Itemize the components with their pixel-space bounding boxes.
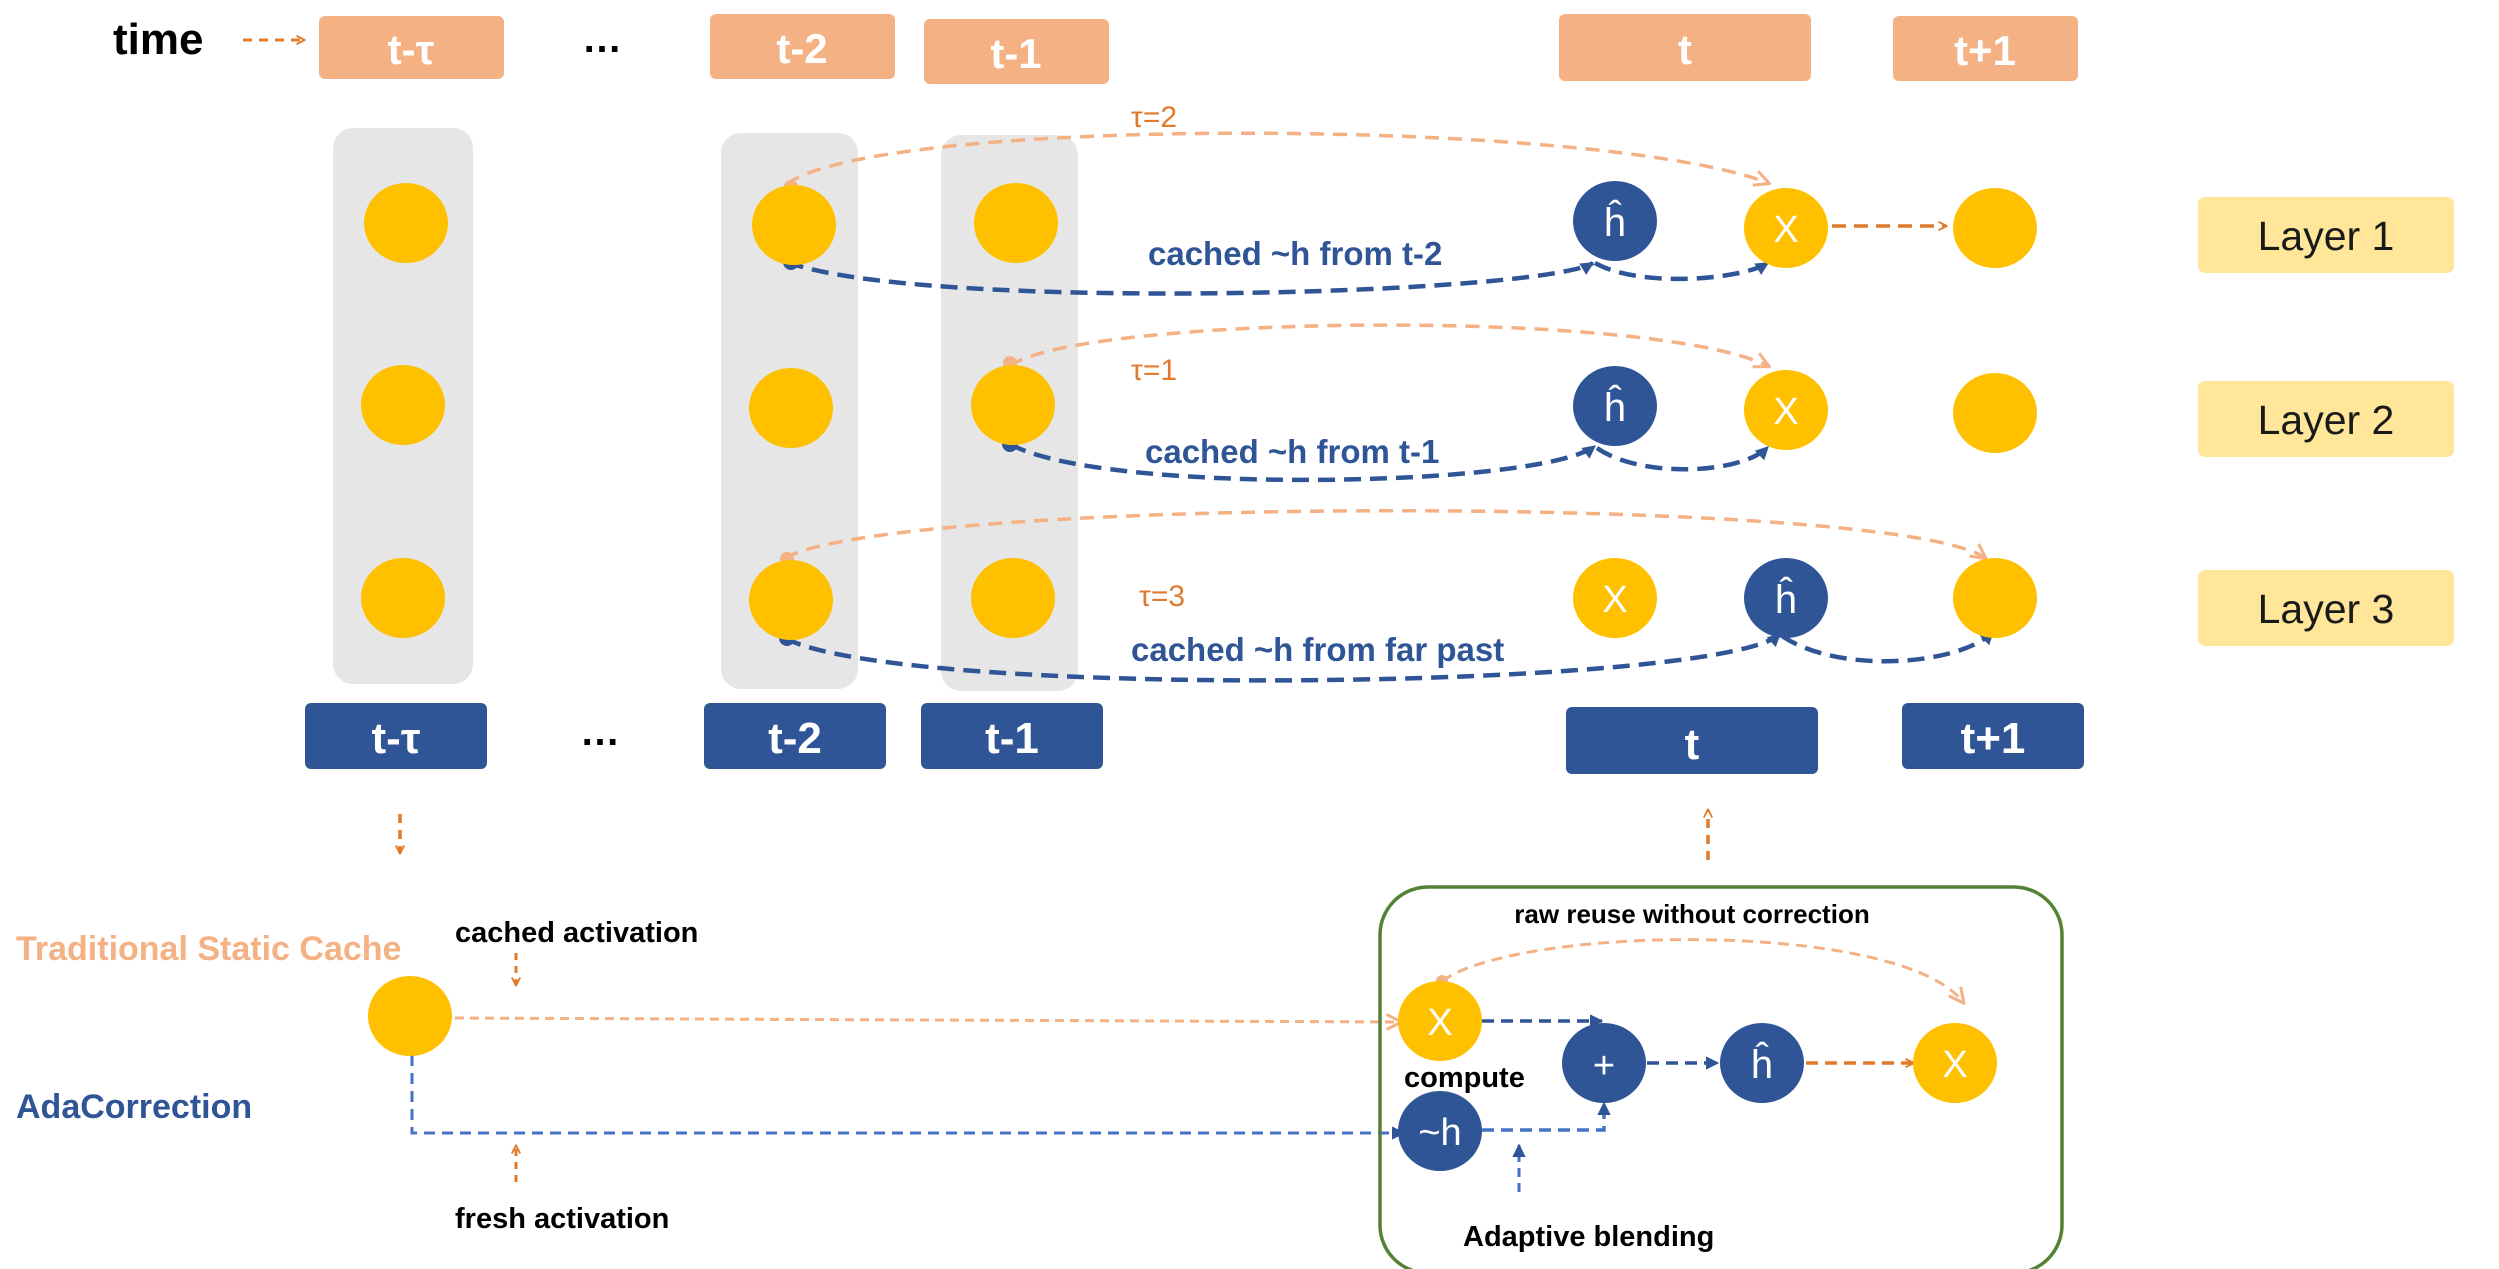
layer-label: Layer 1 [2258, 213, 2395, 259]
top-step-label: t-1 [990, 30, 1041, 77]
bottom-step-label: t-1 [985, 714, 1039, 763]
raw-reuse-arrow [1441, 938, 1963, 1002]
activation-node [1953, 188, 2037, 268]
bottom-step-t [1566, 707, 1818, 774]
cache-label-layer-1: cached ~h from t-2 [1148, 235, 1442, 272]
x-symbol: X [1427, 1002, 1452, 1044]
cached-activation-label: cached activation [455, 917, 698, 949]
cache-arrow-layer-2-x [1595, 445, 1770, 472]
top-step-t-1 [924, 19, 1109, 84]
cache-arrow-layer-1 [786, 259, 1595, 296]
activation-node [971, 365, 1055, 445]
activation-node [364, 183, 448, 263]
layer-box-2 [2198, 381, 2454, 457]
h-tilde-symbol: ~h [1418, 1112, 1461, 1154]
tau-label-layer-1: τ=2 [1131, 101, 1177, 134]
activation-node [752, 185, 836, 265]
top-step-t-plus-1 [1893, 16, 2078, 81]
h-check-symbol: ĥ [1604, 199, 1626, 245]
top-ellipsis: … [582, 17, 622, 61]
adaptive-blending-label: Adaptive blending [1463, 1221, 1714, 1253]
bottom-step-label: t-2 [768, 714, 822, 763]
reuse-arrow-layer-1 [785, 131, 1768, 184]
h-check-symbol: ĥ [1775, 576, 1797, 622]
cache-arrow-layer-3-out [1780, 630, 1995, 664]
bottom-step-label: t-τ [372, 714, 421, 763]
activation-node [971, 558, 1055, 638]
box-output-x-node [1913, 1023, 1997, 1103]
h-check-symbol: ĥ [1604, 384, 1626, 430]
reuse-arrow-layer-3 [784, 509, 1985, 558]
cache-arrow-layer-2 [1008, 442, 1597, 483]
tau-label-layer-2: τ=1 [1131, 354, 1177, 387]
time-label: time [113, 15, 203, 64]
h-tilde-to-plus [1482, 1101, 1611, 1132]
layer-label: Layer 2 [2258, 397, 2395, 443]
adacorrection-label: AdaCorrection [16, 1088, 252, 1126]
traditional-cache-label: Traditional Static Cache [16, 930, 401, 968]
cache-arrow-layer-1-x [1593, 261, 1770, 282]
tau-label-layer-3: τ=3 [1139, 580, 1185, 613]
compute-label: compute [1404, 1062, 1525, 1094]
activation-node [1953, 558, 2037, 638]
layer-box-3 [2198, 570, 2454, 646]
activation-node [361, 365, 445, 445]
cache-label-layer-2: cached ~h from t-1 [1145, 433, 1439, 470]
activation-node [749, 368, 833, 448]
h-check-symbol: ĥ [1751, 1041, 1773, 1087]
activation-node [1953, 373, 2037, 453]
top-step-t-tau [319, 16, 504, 79]
bottom-step-t-2 [704, 703, 886, 769]
fresh-activation-label: fresh activation [455, 1203, 669, 1235]
bottom-ellipsis: … [580, 710, 620, 754]
bottom-step-label: t [1685, 720, 1700, 769]
source-activation-node [368, 976, 452, 1056]
top-step-label: t+1 [1954, 27, 2016, 74]
x-symbol: X [1773, 391, 1798, 433]
x-symbol: X [1942, 1044, 1967, 1086]
reuse-arrow-layer-2 [1008, 323, 1768, 366]
top-step-label: t [1678, 26, 1692, 73]
bottom-step-t-tau [305, 703, 487, 769]
static-cache-path [454, 1018, 1400, 1022]
h-tilde-node [1398, 1091, 1482, 1171]
bottom-step-label: t+1 [1961, 714, 2026, 763]
layer-label: Layer 3 [2258, 586, 2395, 632]
fresh-activation-path [410, 1055, 1406, 1140]
x-symbol: X [1773, 209, 1798, 251]
reuse-x-node [1573, 558, 1657, 638]
top-step-t-2 [710, 14, 895, 79]
layer-box-1 [2198, 197, 2454, 273]
corrected-h-node [1573, 181, 1657, 261]
activation-node [749, 560, 833, 640]
reuse-x-node [1744, 370, 1828, 450]
detail-box [1378, 885, 2064, 1269]
top-step-label: t-2 [776, 25, 827, 72]
plus-symbol: + [1593, 1045, 1615, 1087]
plus-node [1562, 1023, 1646, 1103]
corrected-h-node [1744, 558, 1828, 638]
box-h-check-node [1720, 1023, 1804, 1103]
cache-arrow-layer-3 [783, 632, 1782, 683]
reuse-x-node [1744, 188, 1828, 268]
bottom-step-t-1 [921, 703, 1103, 769]
x-symbol: X [1602, 579, 1627, 621]
box-x-node [1398, 981, 1482, 1061]
corrected-h-node [1573, 366, 1657, 446]
top-step-label: t-τ [388, 26, 435, 73]
cache-label-layer-3: cached ~h from far past [1131, 631, 1504, 668]
raw-reuse-label: raw reuse without correction [1514, 899, 1869, 929]
activation-node [974, 183, 1058, 263]
activation-node [361, 558, 445, 638]
bottom-step-t-plus-1 [1902, 703, 2084, 769]
top-step-t [1559, 14, 1811, 81]
